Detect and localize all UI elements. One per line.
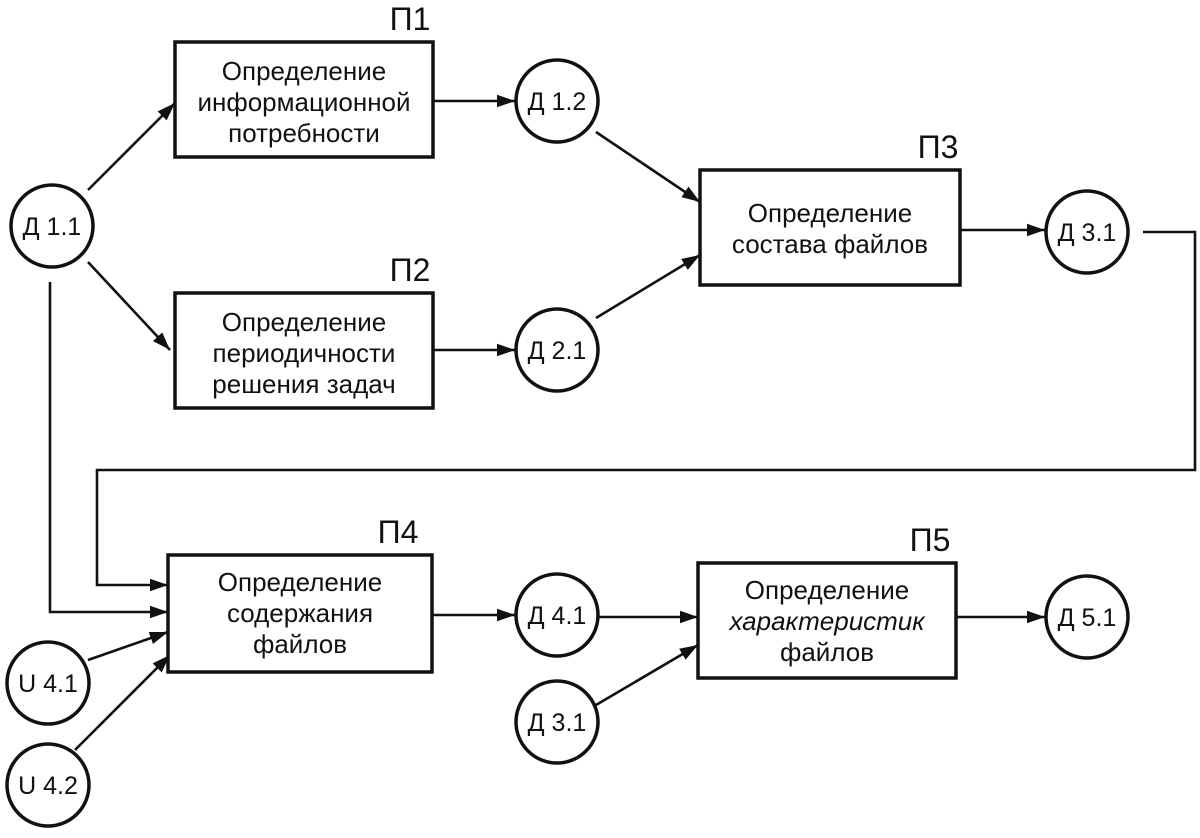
node-d12-circle bbox=[514, 58, 600, 144]
edge-d11-p4 bbox=[48, 282, 168, 619]
process-p5-line-3: файлов bbox=[780, 637, 874, 667]
process-p1-box bbox=[173, 40, 435, 159]
edge-d11-p2 bbox=[87, 261, 171, 351]
node-u42: U 4.2 bbox=[5, 742, 91, 828]
node-d31b: Д 3.1 bbox=[514, 679, 600, 765]
node-d41-label: Д 4.1 bbox=[528, 602, 587, 630]
node-d21: Д 2.1 bbox=[514, 307, 600, 393]
process-p4-line-2: содержания bbox=[227, 598, 373, 628]
process-p3: П3 Определение состава файлов bbox=[698, 129, 962, 287]
edge-d31-p4 bbox=[95, 230, 1197, 592]
process-p4: П4 Определение содержания файлов bbox=[166, 514, 434, 674]
node-u41: U 4.1 bbox=[5, 640, 91, 726]
node-d12: Д 1.2 bbox=[514, 58, 600, 144]
process-p5-line-1: Определение bbox=[745, 575, 909, 605]
process-p1: П1 Определение информационной потребност… bbox=[173, 1, 435, 159]
process-p1-line-1: Определение bbox=[222, 56, 386, 86]
process-p5-line-2: характеристик bbox=[727, 606, 926, 636]
process-p2-line-3: решения задач bbox=[212, 369, 395, 399]
node-d51: Д 5.1 bbox=[1044, 574, 1130, 660]
process-p3-id: П3 bbox=[918, 129, 959, 165]
edges bbox=[48, 94, 1197, 751]
node-d11-circle bbox=[9, 183, 95, 269]
process-p1-id: П1 bbox=[390, 1, 431, 37]
process-p4-line-3: файлов bbox=[253, 629, 347, 659]
process-p1-line-2: информационной bbox=[197, 87, 410, 117]
node-d31: Д 3.1 bbox=[1044, 189, 1130, 275]
process-p1-line-3: потребности bbox=[228, 118, 380, 148]
node-d21-circle bbox=[514, 307, 600, 393]
node-u41-circle bbox=[5, 640, 91, 726]
process-p4-box bbox=[166, 553, 434, 674]
node-d31b-circle bbox=[514, 679, 600, 765]
node-u42-circle bbox=[5, 742, 91, 828]
process-p5: П5 Определение характеристик файлов bbox=[696, 522, 958, 680]
node-u41-label: U 4.1 bbox=[18, 670, 78, 698]
edge-u41-p4 bbox=[87, 630, 169, 662]
edge-d12-p3 bbox=[595, 130, 701, 204]
process-p5-id: П5 bbox=[910, 522, 951, 558]
node-d31-circle bbox=[1044, 189, 1130, 275]
process-p2-box bbox=[173, 291, 435, 410]
process-p2-id: П2 bbox=[390, 252, 431, 288]
node-d21-label: Д 2.1 bbox=[528, 337, 587, 365]
edge-d11-p1 bbox=[87, 102, 176, 191]
node-d11: Д 1.1 bbox=[9, 183, 95, 269]
node-d31-label: Д 3.1 bbox=[1058, 219, 1117, 247]
process-p2-line-2: периодичности bbox=[213, 338, 396, 368]
node-u42-label: U 4.2 bbox=[18, 772, 78, 800]
edge-d21-p3 bbox=[595, 253, 701, 320]
process-p4-id: П4 bbox=[378, 514, 419, 550]
node-d11-label: Д 1.1 bbox=[23, 213, 82, 241]
process-p3-line-2: состава файлов bbox=[732, 229, 928, 259]
edge-d31b-p5 bbox=[595, 643, 699, 707]
node-d51-label: Д 5.1 bbox=[1058, 604, 1117, 632]
process-p3-line-1: Определение bbox=[748, 198, 912, 228]
node-d12-label: Д 1.2 bbox=[528, 88, 587, 116]
node-d31b-label: Д 3.1 bbox=[528, 709, 587, 737]
node-d41: Д 4.1 bbox=[514, 572, 600, 658]
process-p2: П2 Определение периодичности решения зад… bbox=[173, 252, 435, 410]
process-p4-line-1: Определение bbox=[218, 567, 382, 597]
node-d41-circle bbox=[514, 572, 600, 658]
process-p2-line-1: Определение bbox=[222, 307, 386, 337]
edge-u42-p4 bbox=[74, 654, 171, 751]
process-p3-box bbox=[698, 168, 962, 287]
process-p5-box bbox=[696, 561, 958, 680]
node-d51-circle bbox=[1044, 574, 1130, 660]
